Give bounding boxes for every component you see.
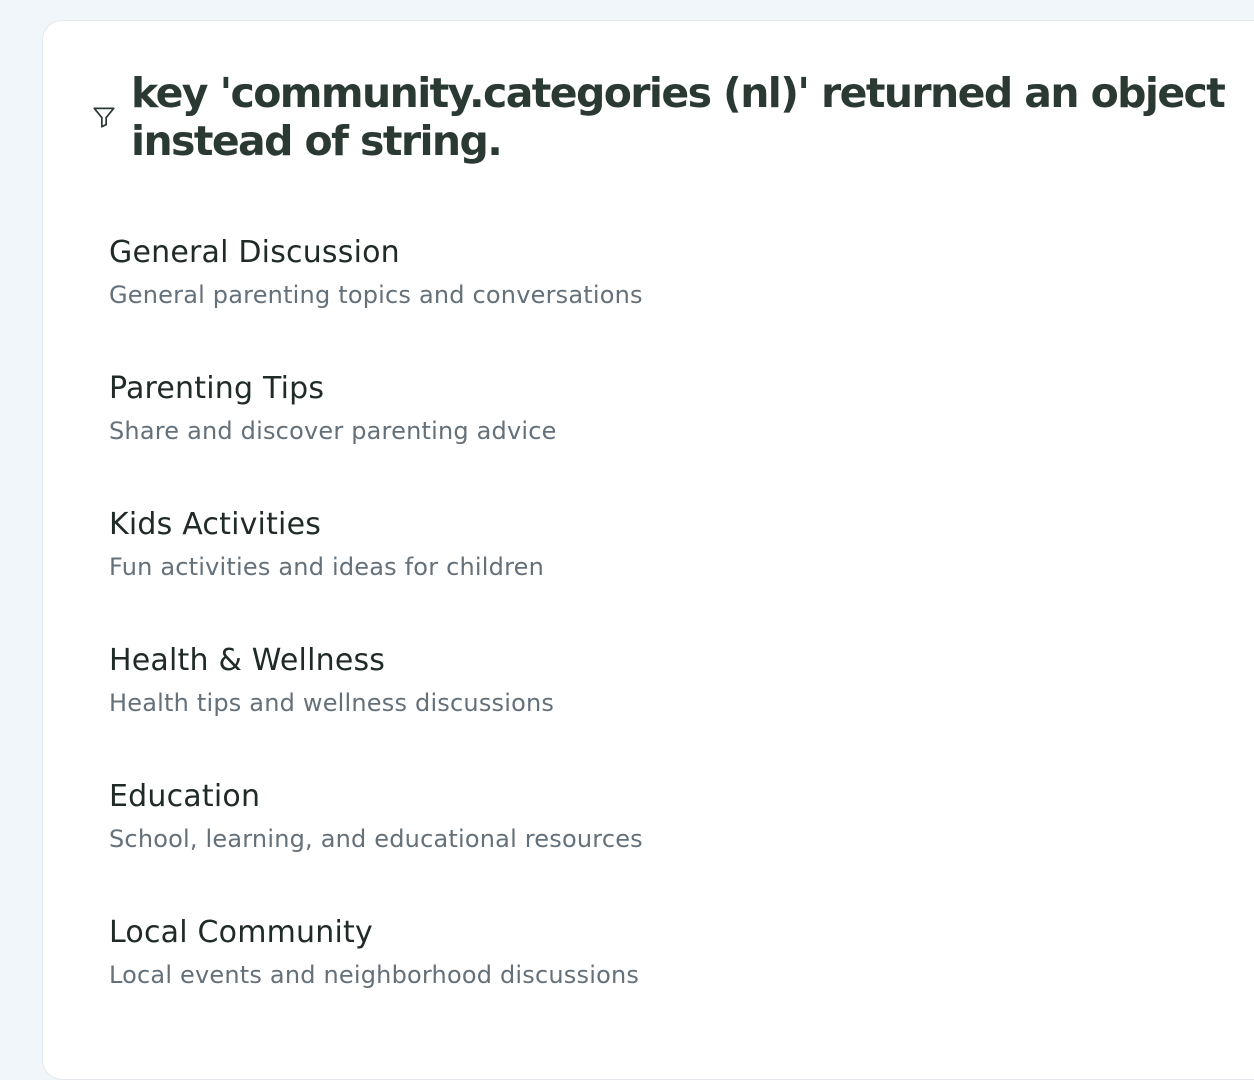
- category-description: School, learning, and educational resour…: [109, 825, 643, 853]
- category-name: Health & Wellness: [109, 643, 386, 678]
- category-item-education[interactable]: Education School, learning, and educatio…: [109, 777, 1109, 913]
- category-description: Health tips and wellness discussions: [109, 689, 555, 717]
- category-name: Kids Activities: [109, 507, 322, 542]
- category-item-general-discussion[interactable]: General Discussion General parenting top…: [109, 233, 1109, 369]
- category-item-health-wellness[interactable]: Health & Wellness Health tips and wellne…: [109, 641, 1109, 777]
- category-item-local-community[interactable]: Local Community Local events and neighbo…: [109, 913, 1109, 1049]
- category-list: General Discussion General parenting top…: [109, 233, 1109, 1049]
- filter-icon[interactable]: [91, 104, 117, 130]
- category-item-parenting-tips[interactable]: Parenting Tips Share and discover parent…: [109, 369, 1109, 505]
- category-description: Fun activities and ideas for children: [109, 553, 544, 581]
- category-description: Share and discover parenting advice: [109, 417, 557, 445]
- card-header: key 'community.categories (nl)' returned…: [91, 69, 1241, 165]
- category-name: Parenting Tips: [109, 371, 325, 406]
- category-item-kids-activities[interactable]: Kids Activities Fun activities and ideas…: [109, 505, 1109, 641]
- category-name: Local Community: [109, 915, 373, 950]
- category-description: Local events and neighborhood discussion…: [109, 961, 640, 989]
- page-title: key 'community.categories (nl)' returned…: [131, 69, 1226, 165]
- category-description: General parenting topics and conversatio…: [109, 281, 643, 309]
- categories-card: key 'community.categories (nl)' returned…: [42, 20, 1254, 1080]
- category-name: Education: [109, 779, 261, 814]
- category-name: General Discussion: [109, 235, 400, 270]
